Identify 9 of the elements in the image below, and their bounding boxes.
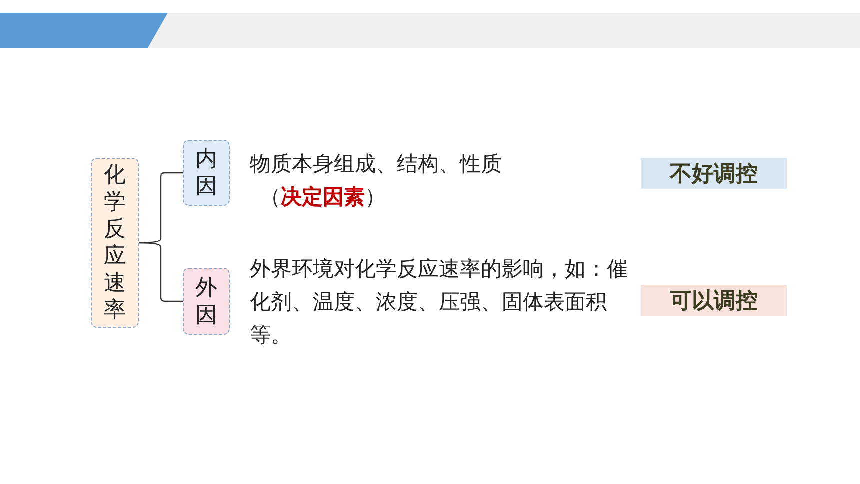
label-box: 不好调控 [641,158,787,189]
topic-box: 化学反应速率 [91,158,139,328]
bracket-line [139,242,183,302]
description-text: 物质本身组成、结构、性质 [250,151,503,178]
factor-box: 内因 [183,140,230,206]
description-text: 外界环境对化学反应速率的影响，如：催化剂、温度、浓度、压强、固体表面积等。 [250,256,629,349]
factor-box: 外因 [183,268,230,335]
label-box: 可以调控 [641,285,787,316]
description-text: （决定因素） [260,184,387,211]
